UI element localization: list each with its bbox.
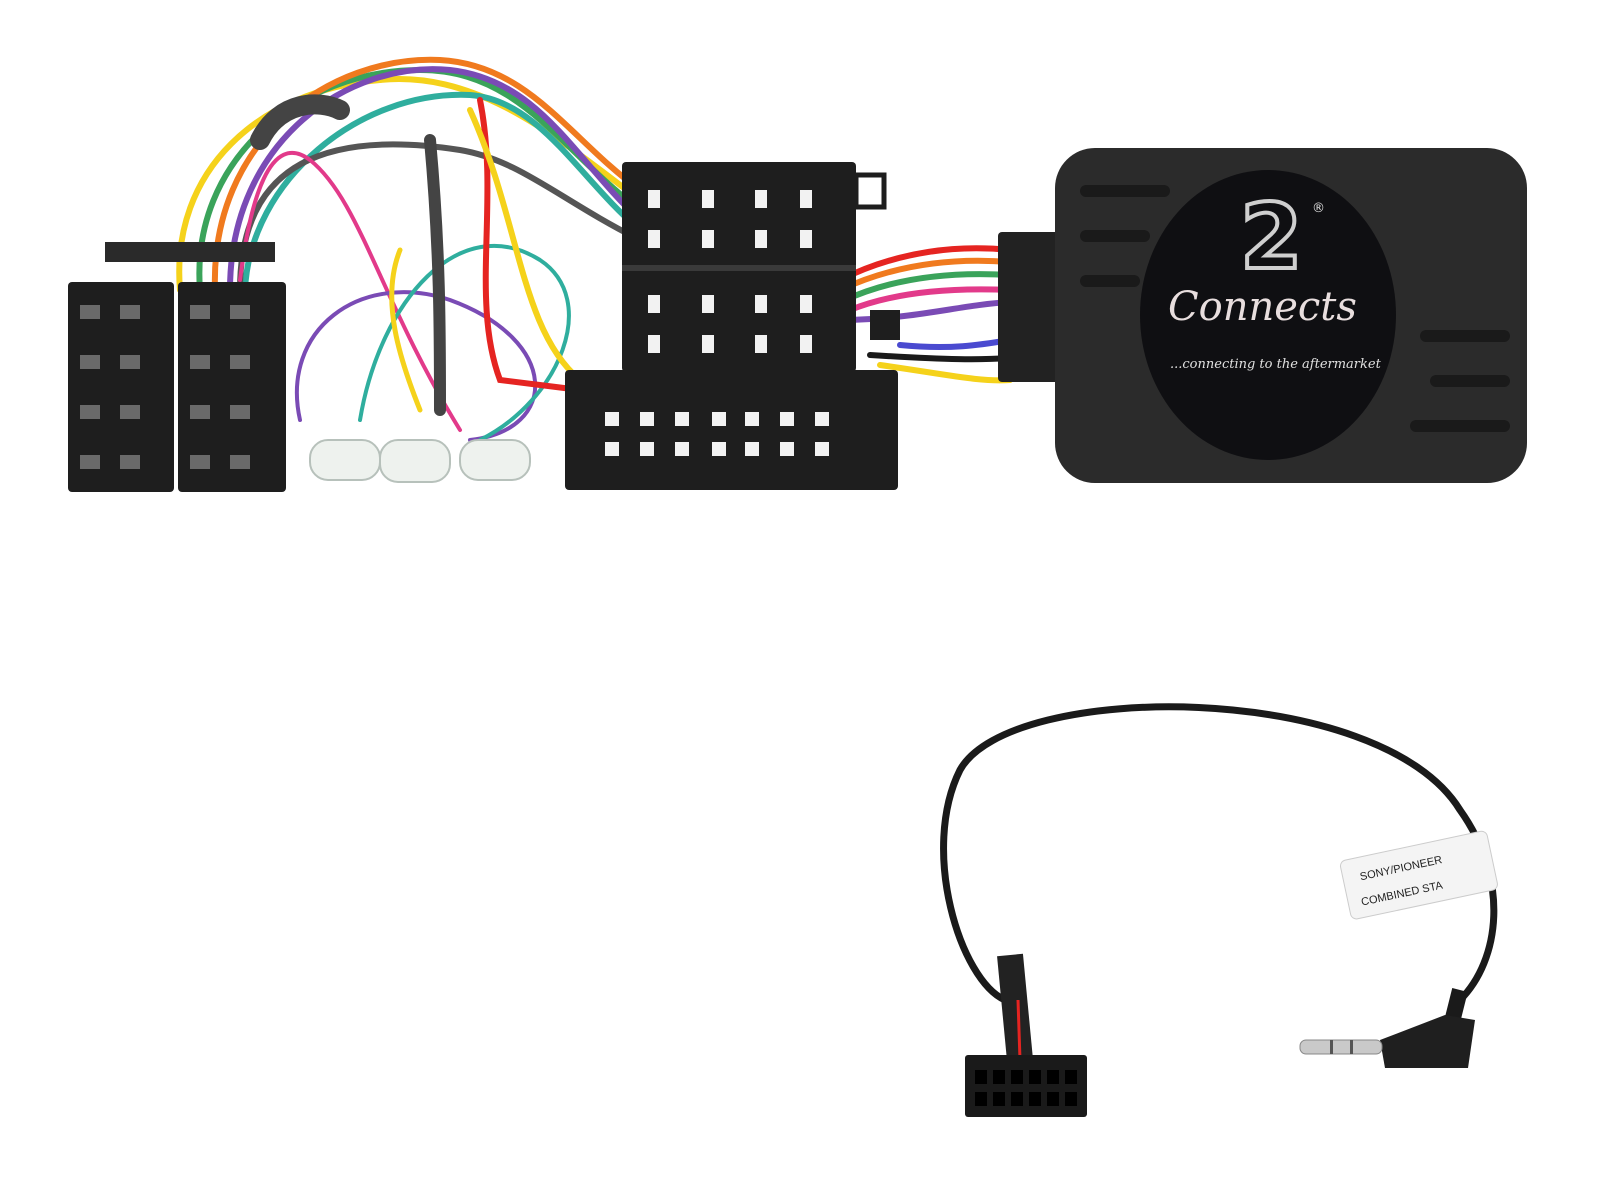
connector-pin xyxy=(120,405,140,419)
connector-pin xyxy=(712,412,726,426)
connector-pin xyxy=(702,335,714,353)
connector-pin xyxy=(993,1092,1005,1106)
connector-pin xyxy=(755,295,767,313)
logo-badge xyxy=(1140,170,1396,460)
logo-tagline: ...connecting to the aftermarket xyxy=(1170,357,1382,372)
connector-pin xyxy=(975,1092,987,1106)
connector-pin xyxy=(1047,1070,1059,1084)
connector-pin xyxy=(1011,1092,1023,1106)
connector-pin xyxy=(605,442,619,456)
connector-pin xyxy=(80,405,100,419)
connector-pin xyxy=(815,412,829,426)
connector-pin xyxy=(975,1070,987,1084)
connector-pin xyxy=(755,230,767,248)
connector-pin xyxy=(120,305,140,319)
connector-pin xyxy=(1065,1070,1077,1084)
connector-pin xyxy=(1065,1092,1077,1106)
connector-pin xyxy=(800,335,812,353)
connector-pin xyxy=(190,355,210,369)
connector-pin xyxy=(80,355,100,369)
connector-pin xyxy=(120,455,140,469)
connector-pin xyxy=(712,442,726,456)
connector-pin xyxy=(230,355,250,369)
connector-pin xyxy=(800,190,812,208)
connector-pin xyxy=(800,295,812,313)
logo-script: Connects xyxy=(1168,284,1357,330)
twelve-pin-connector xyxy=(965,1055,1087,1117)
connector-pin xyxy=(702,190,714,208)
connector-pin xyxy=(1011,1070,1023,1084)
connector-pin xyxy=(120,355,140,369)
connector-pin xyxy=(648,190,660,208)
connector-pin xyxy=(640,442,654,456)
connector-pin xyxy=(648,295,660,313)
jack-plug xyxy=(1299,1039,1383,1055)
steering-lead: SONY/PIONEER COMBINED STA xyxy=(940,703,1498,1117)
registered-mark: ® xyxy=(1312,201,1325,216)
connector-pin xyxy=(648,230,660,248)
iso-connector-left xyxy=(68,242,286,492)
connector-pin xyxy=(675,442,689,456)
connector-pin xyxy=(1047,1092,1059,1106)
logo-numeral: 2 xyxy=(1240,185,1303,290)
jack-body xyxy=(1380,1015,1475,1068)
interface-module: 2 ® Connects ...connecting to the afterm… xyxy=(998,148,1527,483)
connector-pin xyxy=(230,405,250,419)
connector-pin xyxy=(80,305,100,319)
connector-pin xyxy=(780,412,794,426)
connector-pin xyxy=(230,305,250,319)
connector-pin xyxy=(605,412,619,426)
connector-pin xyxy=(993,1070,1005,1084)
connector-pin xyxy=(190,405,210,419)
connector-pin xyxy=(745,442,759,456)
connector-pin xyxy=(675,412,689,426)
cable-label: SONY/PIONEER COMBINED STA xyxy=(1339,830,1498,920)
connector-pin xyxy=(190,305,210,319)
bullet-terminals xyxy=(309,439,531,483)
connector-pin xyxy=(815,442,829,456)
connector-pin xyxy=(800,230,812,248)
connector-pin xyxy=(1029,1092,1041,1106)
connector-pin xyxy=(648,335,660,353)
connector-pin xyxy=(702,295,714,313)
connector-pin xyxy=(230,455,250,469)
connector-pin xyxy=(190,455,210,469)
connector-pin xyxy=(702,230,714,248)
connector-pin xyxy=(640,412,654,426)
connector-pin xyxy=(755,335,767,353)
quadlock-connector xyxy=(565,162,900,490)
connector-pin xyxy=(80,455,100,469)
connector-pin xyxy=(1029,1070,1041,1084)
connector-pin xyxy=(745,412,759,426)
connector-pin xyxy=(780,442,794,456)
connector-pin xyxy=(755,190,767,208)
